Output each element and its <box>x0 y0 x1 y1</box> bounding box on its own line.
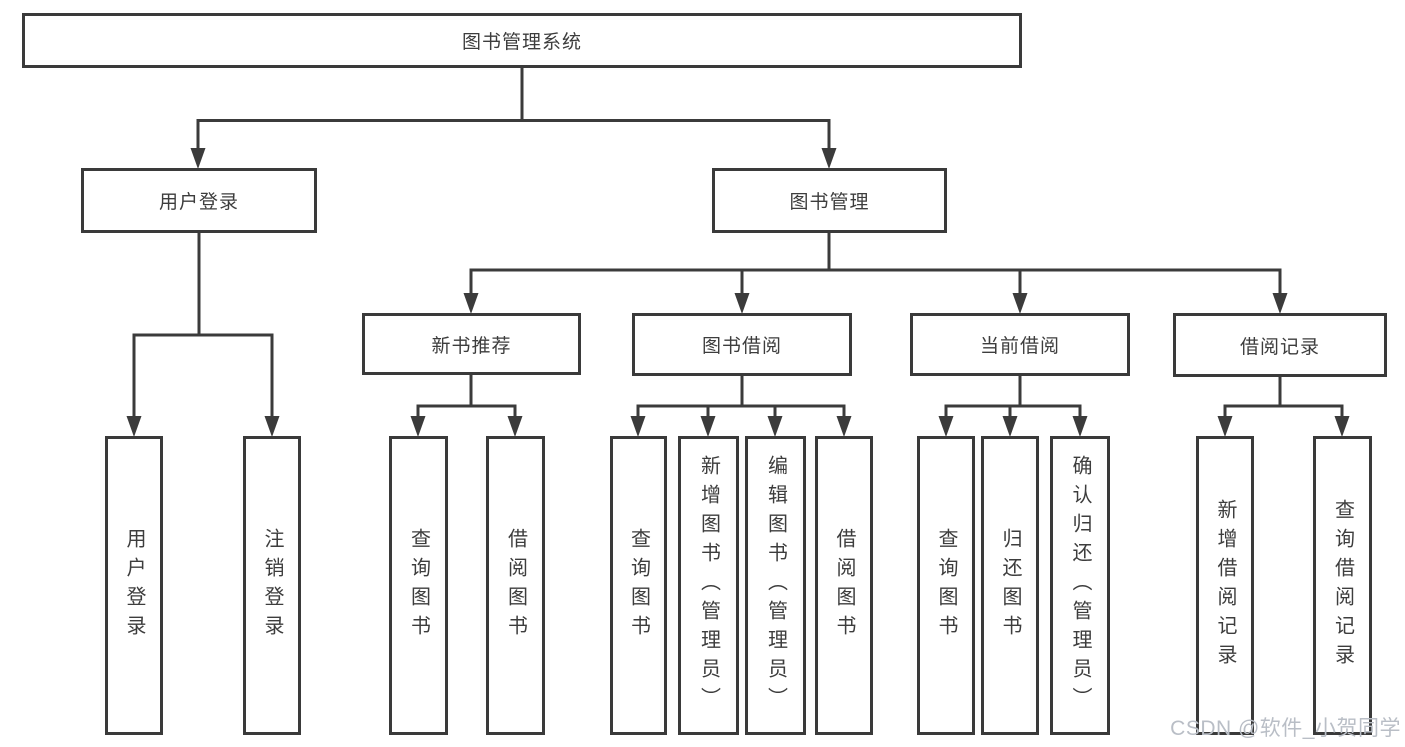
leaf-logout: 注销登录 <box>243 436 301 735</box>
leaf-query-books-recommend: 查询图书 <box>389 436 448 735</box>
node-new-book-recommend: 新书推荐 <box>362 313 581 375</box>
node-new-book-recommend-label: 新书推荐 <box>431 335 512 357</box>
node-book-borrow: 图书借阅 <box>632 313 852 376</box>
connector-book-management-to-level3 <box>463 233 1288 314</box>
node-book-management-label: 图书管理 <box>789 192 870 213</box>
leaf-query-borrow-record: 查询借阅记录 <box>1313 436 1372 735</box>
leaf-borrow-books: 借阅图书 <box>815 436 873 735</box>
node-user-login: 用户登录 <box>81 168 317 233</box>
connector-user-login-to-leaves <box>126 233 280 437</box>
leaf-borrow-books-recommend: 借阅图书 <box>486 436 545 735</box>
leaf-add-borrow-record: 新增借阅记录 <box>1196 436 1254 735</box>
node-root-label: 图书管理系统 <box>461 32 582 53</box>
leaf-add-book-admin: 新增图书（管理员） <box>678 436 739 735</box>
connector-book-borrow-to-leaves <box>630 376 852 437</box>
node-book-management: 图书管理 <box>712 168 947 233</box>
node-user-login-label: 用户登录 <box>158 192 239 213</box>
node-book-borrow-label: 图书借阅 <box>701 336 782 357</box>
connector-root-to-level2 <box>190 68 837 169</box>
node-root-library-system: 图书管理系统 <box>22 13 1022 68</box>
csdn-watermark: CSDN @软件_小贺同学 <box>1170 717 1401 740</box>
leaf-query-books-borrow: 查询图书 <box>610 436 667 735</box>
leaf-return-book: 归还图书 <box>981 436 1039 735</box>
leaf-user-login: 用户登录 <box>105 436 163 735</box>
node-current-borrow-label: 当前借阅 <box>979 336 1060 357</box>
connector-borrow-records-to-leaves <box>1217 377 1350 437</box>
leaf-edit-book-admin: 编辑图书（管理员） <box>745 436 806 735</box>
node-borrow-records-label: 借阅记录 <box>1239 336 1320 358</box>
connector-new-book-recommend-to-leaves <box>410 375 523 437</box>
leaf-confirm-return-admin: 确认归还（管理员） <box>1050 436 1110 735</box>
node-current-borrow: 当前借阅 <box>910 313 1130 376</box>
connector-current-borrow-to-leaves <box>938 376 1088 437</box>
leaf-query-books-current: 查询图书 <box>917 436 975 735</box>
node-borrow-records: 借阅记录 <box>1173 313 1387 377</box>
